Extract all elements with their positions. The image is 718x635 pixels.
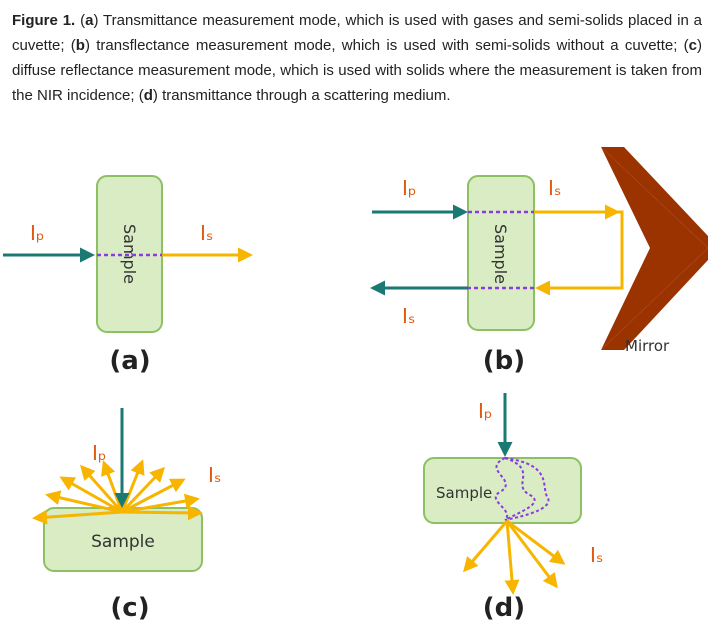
caption-part: ) transflectance measurement mode, which…: [84, 37, 689, 54]
sample-label-d: Sample: [436, 484, 492, 502]
scatter-ray-c-9: [121, 493, 200, 514]
caption-part: d: [143, 87, 153, 104]
scatter-ray-d-3: [505, 520, 558, 589]
scattered-beams-d: [463, 519, 566, 595]
scattering-paths-d: [494, 457, 550, 521]
scattered-label-d: Iₛ: [590, 543, 603, 567]
sample-label-a: Sample: [120, 224, 139, 284]
scattered-label-b-bottom: Iₛ: [402, 304, 415, 328]
sample-label-b: Sample: [491, 224, 510, 284]
panel-d: Sample Iₚ Iₛ (d): [423, 393, 603, 623]
scatter-ray-d-2: [504, 520, 520, 595]
scatter-ray-c-8: [121, 478, 186, 514]
scatter-path-d-1: [494, 457, 509, 521]
incident-label-b: Iₚ: [402, 176, 416, 200]
scattered-label-b-top: Iₛ: [548, 176, 561, 200]
panel-c: Sample Iₚ Iₛ (c): [32, 408, 221, 623]
figure-label: Figure 1.: [12, 12, 76, 29]
panel-a: Sample Iₚ Iₛ (a): [3, 175, 253, 376]
caption-part: ) Transmittance measurement mode, which …: [12, 12, 702, 54]
figure-area: Sample Iₚ Iₛ (a) Sample Iₚ Iₛ Iₛ Mirror …: [0, 137, 718, 635]
scatter-ray-c-1: [32, 509, 123, 525]
scatter-ray-c-10: [121, 505, 203, 521]
panel-letter-a: (a): [109, 346, 150, 376]
sample-label-c: Sample: [91, 532, 155, 552]
scatter-path-d-3: [504, 457, 550, 521]
caption-part: c: [688, 37, 697, 54]
scattered-label-c: Iₛ: [208, 463, 221, 487]
mirror: [601, 147, 708, 350]
scatter-path-d-2: [504, 457, 536, 521]
scatter-ray-d-4: [506, 519, 566, 565]
mirror-return-path: [604, 210, 624, 290]
caption-part: ) transmittance through a scattering med…: [152, 87, 451, 104]
incident-label-a: Iₚ: [30, 221, 44, 245]
scatter-ray-c-3: [59, 476, 123, 514]
scatter-ray-c-2: [45, 490, 123, 514]
panel-letter-c: (c): [110, 593, 149, 623]
incident-label-d: Iₚ: [478, 399, 492, 423]
caption-part: b: [75, 37, 85, 54]
incident-label-c: Iₚ: [92, 441, 106, 465]
figure-caption: Figure 1. (a) Transmittance measurement …: [12, 8, 702, 108]
caption-part: (: [75, 12, 86, 29]
panel-letter-d: (d): [483, 593, 525, 623]
panel-b: Sample Iₚ Iₛ Iₛ Mirror (b): [370, 147, 708, 376]
caption-part: ) diffuse reflectance measurement mode, …: [12, 37, 702, 104]
panel-letter-b: (b): [483, 346, 525, 376]
caption-part: a: [85, 12, 94, 29]
scatter-ray-d-1: [463, 520, 509, 573]
mirror-label: Mirror: [625, 337, 670, 355]
measurement-modes-diagram: Sample Iₚ Iₛ (a) Sample Iₚ Iₛ Iₛ Mirror …: [3, 147, 708, 623]
scattered-label-a: Iₛ: [200, 221, 213, 245]
mirror-inner: [601, 147, 708, 350]
sample-b: [467, 175, 535, 331]
caption-text: (a) Transmittance measurement mode, whic…: [12, 12, 702, 104]
